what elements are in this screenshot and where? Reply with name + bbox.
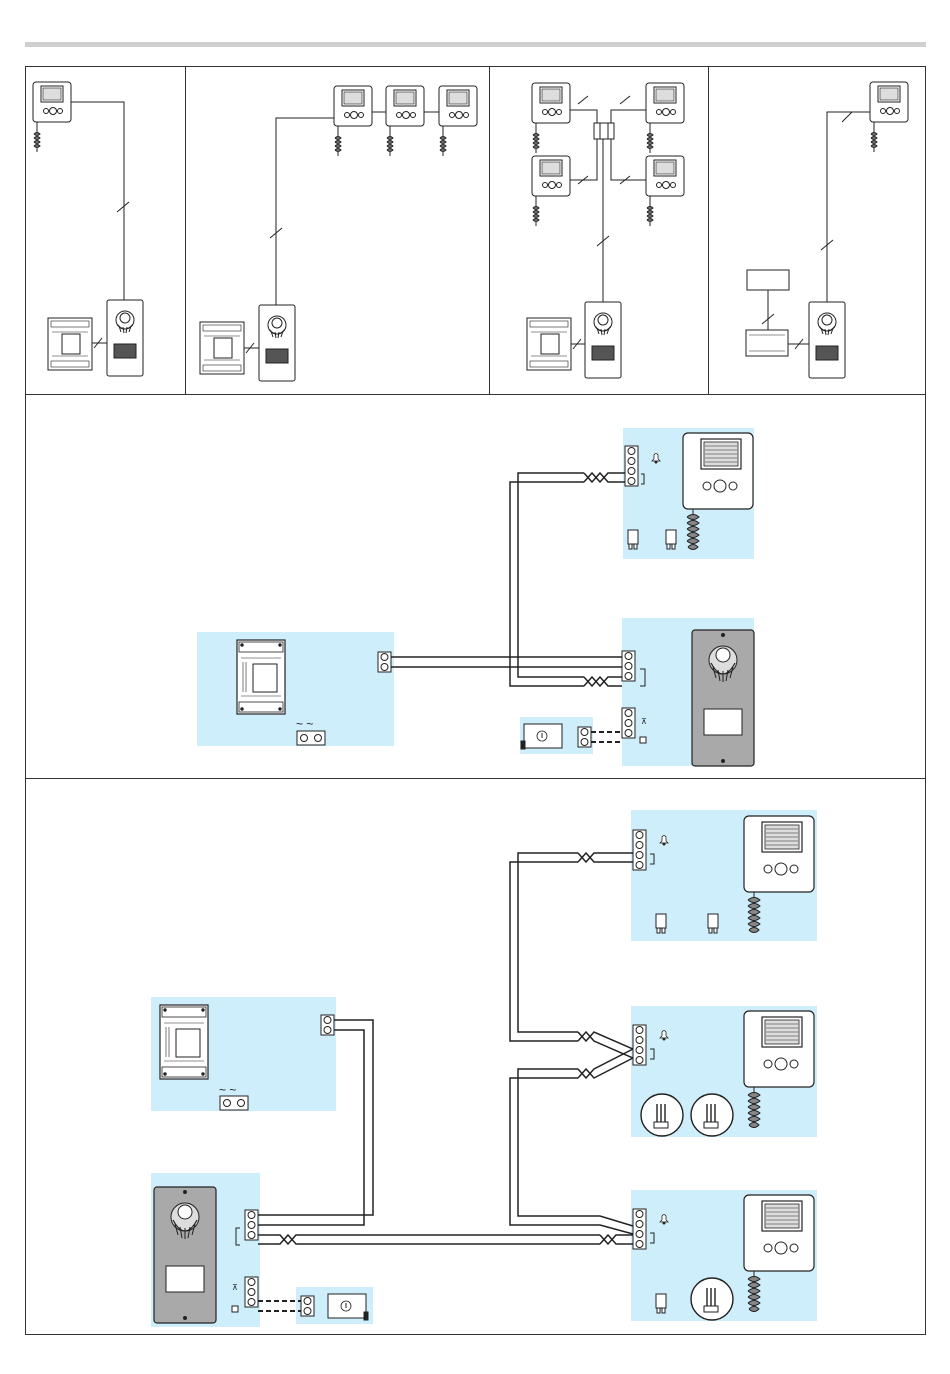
section1	[33, 82, 143, 376]
power-supply-icon	[48, 318, 92, 370]
section2	[200, 86, 477, 381]
bottom-section: ~ ~ ⊼	[154, 816, 814, 1323]
bell-icon	[652, 454, 660, 464]
large-power-supply-icon	[237, 640, 285, 714]
section4	[746, 82, 908, 378]
svg-text:⊼: ⊼	[232, 1283, 238, 1292]
svg-text:~ ~: ~ ~	[296, 717, 313, 731]
lock-terminal-icon	[622, 708, 635, 738]
svg-text:⊼: ⊼	[641, 717, 647, 726]
monitor-icon	[33, 82, 71, 152]
lock-icon	[524, 724, 562, 748]
section3	[527, 83, 684, 378]
svg-text:~ ~: ~ ~	[219, 1083, 236, 1097]
door-terminal-icon	[622, 651, 635, 681]
large-door-panel-icon	[692, 630, 754, 766]
middle-section: ⊼ ~ ~	[237, 433, 754, 766]
door-panel-icon	[107, 300, 143, 376]
large-monitor-icon	[683, 433, 753, 550]
monitor-terminal-icon	[625, 446, 638, 486]
